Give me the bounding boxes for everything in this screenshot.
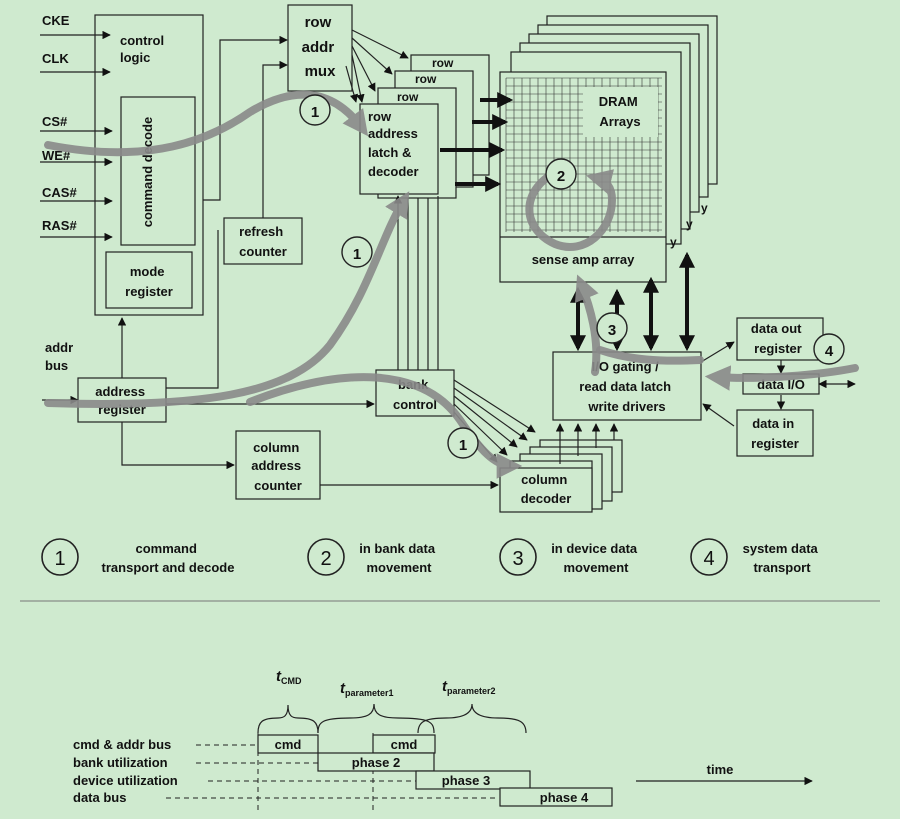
column-decoder-label: column decoder <box>521 472 572 506</box>
brace-tparam2 <box>417 703 527 734</box>
time-label: time <box>707 762 734 777</box>
dram-label-bg <box>583 87 658 137</box>
flow-markers: 1 1 1 2 3 4 <box>299 94 845 459</box>
input-cke: CKE <box>42 13 70 28</box>
phase4-label: phase 4 <box>540 790 589 805</box>
row-addr-mux-label: row addr mux <box>302 14 339 80</box>
refresh-counter-box <box>223 217 303 265</box>
svg-text:y: y <box>701 201 708 215</box>
column-address-counter-label: column address counter <box>251 440 305 493</box>
marker-3: 3 <box>608 322 616 339</box>
timing-row-data-bus: data bus <box>73 790 126 805</box>
t-param2-label: tparameter2 <box>442 678 496 696</box>
io-gating-label: I/O gating / read data latch write drive… <box>579 359 674 414</box>
row-address-latch-label: row address latch & decoder <box>368 109 422 179</box>
svg-text:row: row <box>415 72 437 86</box>
svg-text:y: y <box>670 235 677 249</box>
dram-arrays-label: DRAM Arrays <box>599 94 642 129</box>
t-cmd-label: tCMD <box>276 668 302 686</box>
phase2-box <box>317 752 435 772</box>
phase4-box <box>499 787 613 807</box>
addr-bus-label: addr bus <box>45 340 77 373</box>
marker-4: 4 <box>825 343 834 360</box>
marker-2: 2 <box>557 168 565 185</box>
timing-row-cmd-addr: cmd & addr bus <box>73 737 171 752</box>
row-address-latch-box <box>359 103 439 195</box>
data-in-register-box <box>736 409 814 457</box>
t-param1-label: tparameter1 <box>340 680 394 698</box>
cmd-label-2: cmd <box>391 737 418 752</box>
svg-text:y: y <box>686 217 693 231</box>
phase2-label: phase 2 <box>352 755 400 770</box>
svg-text:row: row <box>432 56 454 70</box>
legend-text-3: in device data movement <box>551 541 641 575</box>
input-ras: RAS# <box>42 218 77 233</box>
sense-amp-label: sense amp array <box>532 252 635 267</box>
timing-diagram: cmd & addr bus bank utilization device u… <box>73 668 813 814</box>
legend-text-1: command transport and decode <box>102 541 235 575</box>
timing-row-device: device utilization <box>73 773 178 788</box>
legend-num-4: 4 <box>703 548 714 570</box>
input-cas: CAS# <box>42 185 77 200</box>
legend-num-1: 1 <box>54 548 65 570</box>
input-cs: CS# <box>42 114 68 129</box>
command-decode-label: command decode <box>140 117 155 228</box>
cmd-box-1 <box>257 734 319 754</box>
command-decode-box <box>120 96 196 246</box>
row-addr-mux-box <box>287 4 353 92</box>
input-signals: CKE CLK CS# WE# CAS# RAS# <box>40 13 113 242</box>
phase3-label: phase 3 <box>442 773 490 788</box>
mode-register-label: mode register <box>125 264 173 299</box>
legend-text-2: in bank data movement <box>359 541 438 575</box>
svg-text:row: row <box>397 90 419 104</box>
control-logic-label: control logic <box>120 33 168 65</box>
cmd-label-1: cmd <box>275 737 302 752</box>
input-clk: CLK <box>42 51 69 66</box>
mode-register-box <box>105 251 193 309</box>
brace-tcmd <box>257 704 319 734</box>
marker-1b: 1 <box>353 246 361 263</box>
legend: 1 command transport and decode 2 in bank… <box>41 538 822 576</box>
phase3-box <box>415 770 531 790</box>
marker-1a: 1 <box>311 104 319 121</box>
data-out-register-label: data out register <box>751 321 805 356</box>
brace-tparam1 <box>317 703 435 734</box>
data-out-register-box <box>736 317 824 361</box>
column-address-counter-box <box>235 430 321 500</box>
legend-text-4: system data transport <box>743 541 822 575</box>
timing-row-bank: bank utilization <box>73 755 168 770</box>
connections <box>42 29 856 490</box>
legend-num-3: 3 <box>512 548 523 570</box>
marker-1c: 1 <box>459 437 467 454</box>
data-in-register-label: data in register <box>751 416 799 451</box>
legend-num-2: 2 <box>320 548 331 570</box>
refresh-counter-label: refresh counter <box>239 224 287 259</box>
